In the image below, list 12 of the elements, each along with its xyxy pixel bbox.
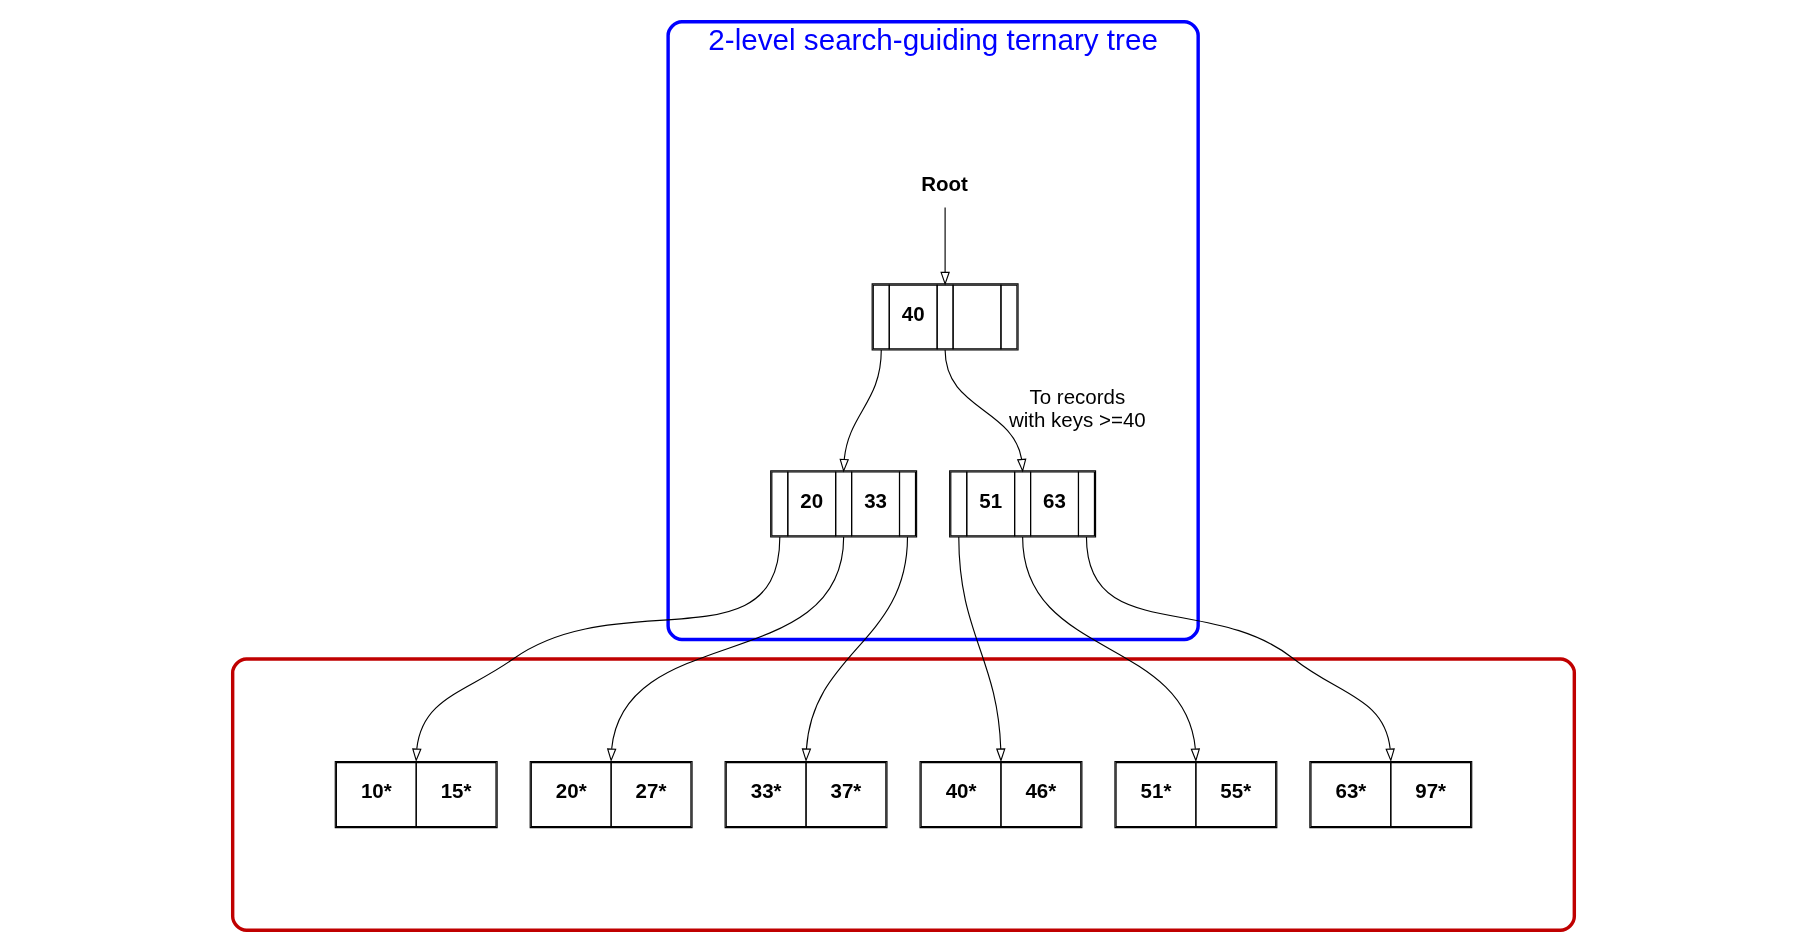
arrow bbox=[1021, 536, 1200, 763]
cluster bbox=[230, 657, 1576, 932]
arrow bbox=[939, 207, 950, 286]
arrow bbox=[838, 349, 882, 473]
arrow bbox=[957, 536, 1006, 763]
arrow bbox=[944, 349, 1026, 473]
edge-label: To records with keys >=40 bbox=[1008, 385, 1146, 431]
arrow bbox=[801, 536, 908, 763]
arrow bbox=[606, 536, 844, 763]
node-text: Root bbox=[920, 171, 968, 195]
arrow bbox=[1085, 536, 1395, 763]
arrow bbox=[411, 536, 780, 763]
